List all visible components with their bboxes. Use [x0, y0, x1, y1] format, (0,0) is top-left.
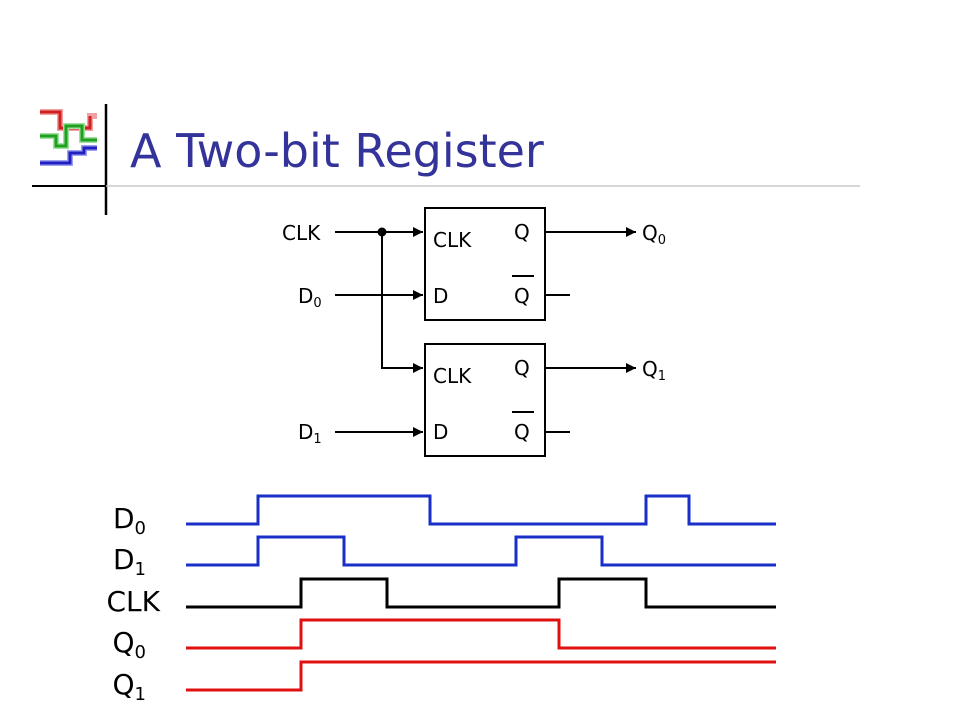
ff1-qbar-pin-label: Q [514, 420, 530, 444]
q0-output-label: Q0 [642, 221, 666, 248]
waveform-label-d1: D1 [113, 543, 146, 580]
d1-input-label: D1 [298, 420, 322, 447]
ff0-d-pin-label: D [433, 284, 448, 308]
logo-icon [40, 109, 97, 166]
flipflop-1-box [424, 343, 546, 457]
waveform-d1 [186, 535, 776, 567]
ff1-clk-pin-label: CLK [433, 364, 472, 388]
q1-output-label: Q1 [642, 357, 666, 384]
ff0-q-pin-label: Q [514, 220, 530, 244]
ff0-qbar-pin-label: Q [514, 284, 530, 308]
register-circuit: CLK D Q Q CLK D Q Q CLK D0 D1 Q0 Q1 [282, 207, 666, 457]
waveform-label-q0: Q0 [113, 626, 147, 663]
flipflop-0-box [424, 207, 546, 321]
waveform-clk [186, 577, 776, 609]
waveform-q1 [186, 660, 776, 692]
waveform-d0 [186, 494, 776, 526]
waveform-q0 [186, 618, 776, 650]
clk-input-label: CLK [282, 221, 321, 245]
clk-branch-wire [381, 232, 423, 373]
waveform-label-clk: CLK [106, 585, 160, 618]
ff1-d-pin-label: D [433, 420, 448, 444]
waveform-label-q1: Q1 [113, 668, 147, 705]
slide-title: A Two-bit Register [130, 124, 544, 178]
d0-input-label: D0 [298, 284, 322, 311]
ff0-clk-pin-label: CLK [433, 228, 472, 252]
waveform-label-d0: D0 [113, 502, 146, 539]
ff1-q-pin-label: Q [514, 356, 530, 380]
